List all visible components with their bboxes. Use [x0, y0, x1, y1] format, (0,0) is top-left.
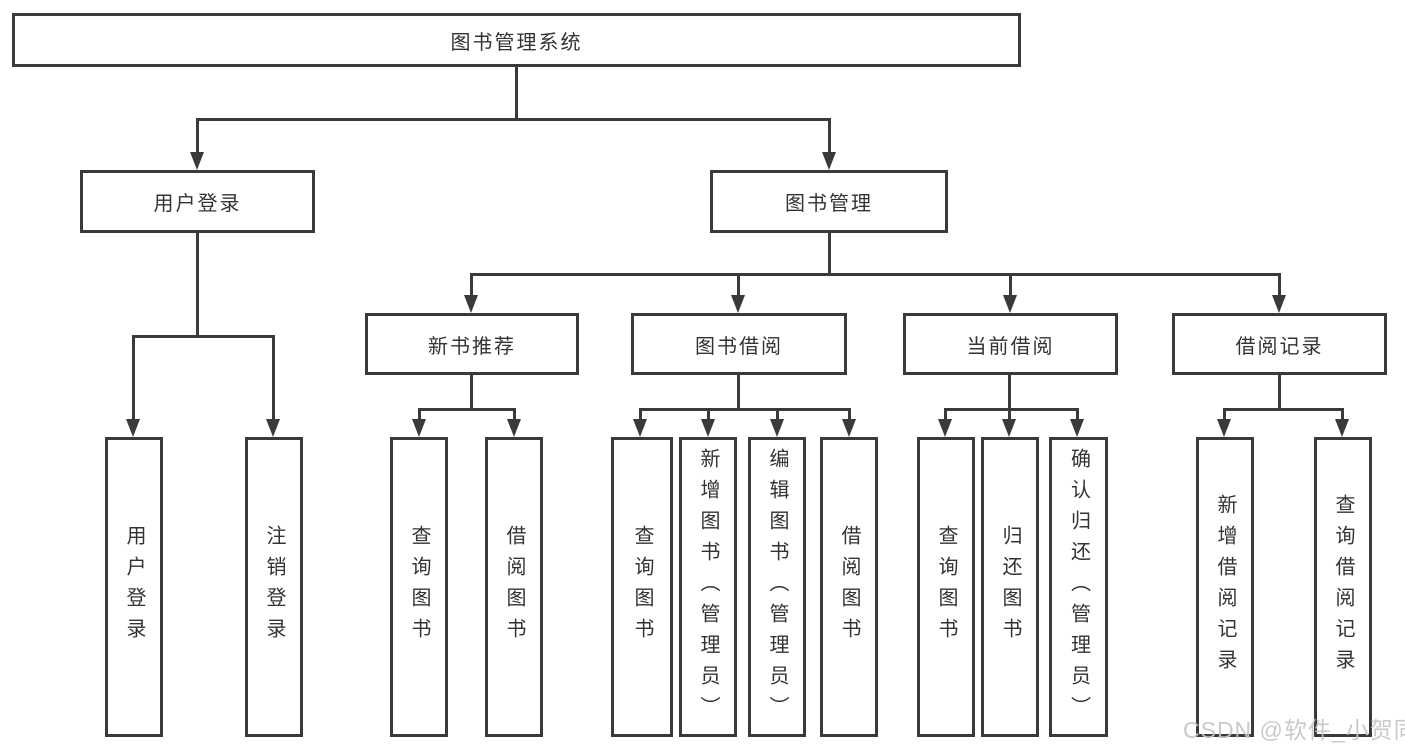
leaf-borrow-books: 借阅图书: [820, 437, 878, 737]
node-user-login: 用户登录: [80, 170, 315, 233]
connector-drop: [944, 408, 947, 421]
arrowhead-icon: [412, 419, 426, 437]
connector-drop: [132, 335, 135, 419]
connector-stub: [1008, 375, 1011, 408]
arrowhead-icon: [1272, 295, 1286, 313]
leaf-add-book-admin: 新增图书（管理员）: [679, 437, 737, 737]
leaf-label: 注销登录: [263, 525, 285, 649]
leaf-logout: 注销登录: [245, 437, 303, 737]
leaf-add-borrow-record: 新增借阅记录: [1196, 437, 1254, 737]
node-current-borrowing: 当前借阅: [903, 313, 1118, 375]
arrowhead-icon: [1002, 419, 1016, 437]
arrowhead-icon: [701, 419, 715, 437]
connector-drop: [1341, 408, 1344, 421]
connector-stub: [1278, 375, 1281, 408]
arrowhead-icon: [938, 419, 952, 437]
node-label: 用户登录: [153, 193, 242, 215]
connector-split: [1223, 408, 1344, 411]
leaf-label: 查询图书: [631, 525, 653, 649]
arrowhead-icon: [731, 295, 745, 313]
connector-user-login-stub: [196, 233, 199, 335]
leaf-query-books-recommend: 查询图书: [390, 437, 448, 737]
leaf-label: 确认归还（管理员）: [1067, 447, 1090, 727]
connector-drop: [418, 408, 421, 421]
arrowhead-icon: [1335, 419, 1349, 437]
connector-book-management-split: [470, 273, 1281, 276]
leaf-query-borrow-record: 查询借阅记录: [1314, 437, 1372, 737]
arrowhead-icon: [770, 419, 784, 437]
csdn-watermark: CSDN @软件_小贺同学: [1183, 717, 1405, 743]
connector-stub: [737, 375, 740, 408]
connector-root-stub: [515, 67, 518, 118]
connector-drop: [776, 408, 779, 421]
connector-drop: [1076, 408, 1079, 421]
connector-split: [418, 408, 516, 411]
connector-user-login-split: [132, 335, 275, 338]
leaf-query-books-current: 查询图书: [917, 437, 975, 737]
connector-drop: [707, 408, 710, 421]
leaf-label: 借阅图书: [838, 525, 860, 649]
connector-split: [944, 408, 1079, 411]
leaf-label: 编辑图书（管理员）: [766, 447, 788, 727]
connector-drop: [513, 408, 516, 421]
node-label: 当前借阅: [966, 335, 1055, 358]
connector-drop: [1278, 273, 1281, 297]
leaf-confirm-return-admin: 确认归还（管理员）: [1049, 437, 1108, 737]
connector-drop-book-management: [828, 118, 831, 154]
arrowhead-icon: [1003, 295, 1017, 313]
connector-drop-user-login: [196, 118, 199, 154]
node-label: 图书借阅: [695, 335, 783, 358]
arrowhead-icon: [126, 419, 140, 437]
connector-drop: [737, 273, 740, 297]
arrowhead-icon: [507, 419, 521, 437]
arrowhead-icon: [842, 419, 856, 437]
node-label: 借阅记录: [1235, 335, 1324, 358]
node-library-management-system: 图书管理系统: [12, 13, 1021, 67]
arrowhead-icon: [1217, 419, 1231, 437]
connector-split: [639, 408, 851, 411]
connector-drop: [1223, 408, 1226, 421]
leaf-label: 借阅图书: [503, 525, 525, 649]
node-new-book-recommendation: 新书推荐: [365, 313, 579, 375]
node-label: 图书管理: [785, 193, 873, 215]
leaf-label: 新增图书（管理员）: [697, 447, 719, 727]
arrowhead-icon: [1070, 419, 1084, 437]
arrowhead-icon: [464, 295, 478, 313]
leaf-borrow-books-recommend: 借阅图书: [485, 437, 543, 737]
connector-drop: [1009, 273, 1012, 297]
leaf-label: 用户登录: [123, 525, 145, 649]
connector-root-split: [196, 118, 831, 121]
connector-drop: [639, 408, 642, 421]
leaf-label: 查询图书: [408, 525, 430, 649]
leaf-return-books: 归还图书: [981, 437, 1039, 737]
connector-drop: [272, 335, 275, 419]
arrowhead-icon: [822, 152, 836, 170]
connector-drop: [470, 273, 473, 297]
node-label: 新书推荐: [428, 335, 516, 358]
node-label: 图书管理系统: [450, 31, 583, 54]
arrowhead-icon: [633, 419, 647, 437]
node-book-borrowing: 图书借阅: [631, 313, 847, 375]
connector-book-management-stub: [828, 233, 831, 273]
connector-drop: [1008, 408, 1011, 421]
leaf-edit-book-admin: 编辑图书（管理员）: [748, 437, 806, 737]
node-borrowing-records: 借阅记录: [1172, 313, 1387, 375]
connector-stub: [470, 375, 473, 408]
arrowhead-icon: [266, 419, 280, 437]
leaf-label: 查询借阅记录: [1332, 494, 1354, 680]
leaf-user-login: 用户登录: [105, 437, 163, 737]
leaf-label: 归还图书: [999, 525, 1021, 649]
leaf-query-books-borrowing: 查询图书: [611, 437, 673, 737]
node-book-management: 图书管理: [710, 170, 948, 233]
leaf-label: 新增借阅记录: [1214, 494, 1236, 680]
leaf-label: 查询图书: [935, 525, 957, 649]
arrowhead-icon: [190, 152, 204, 170]
connector-drop: [848, 408, 851, 421]
